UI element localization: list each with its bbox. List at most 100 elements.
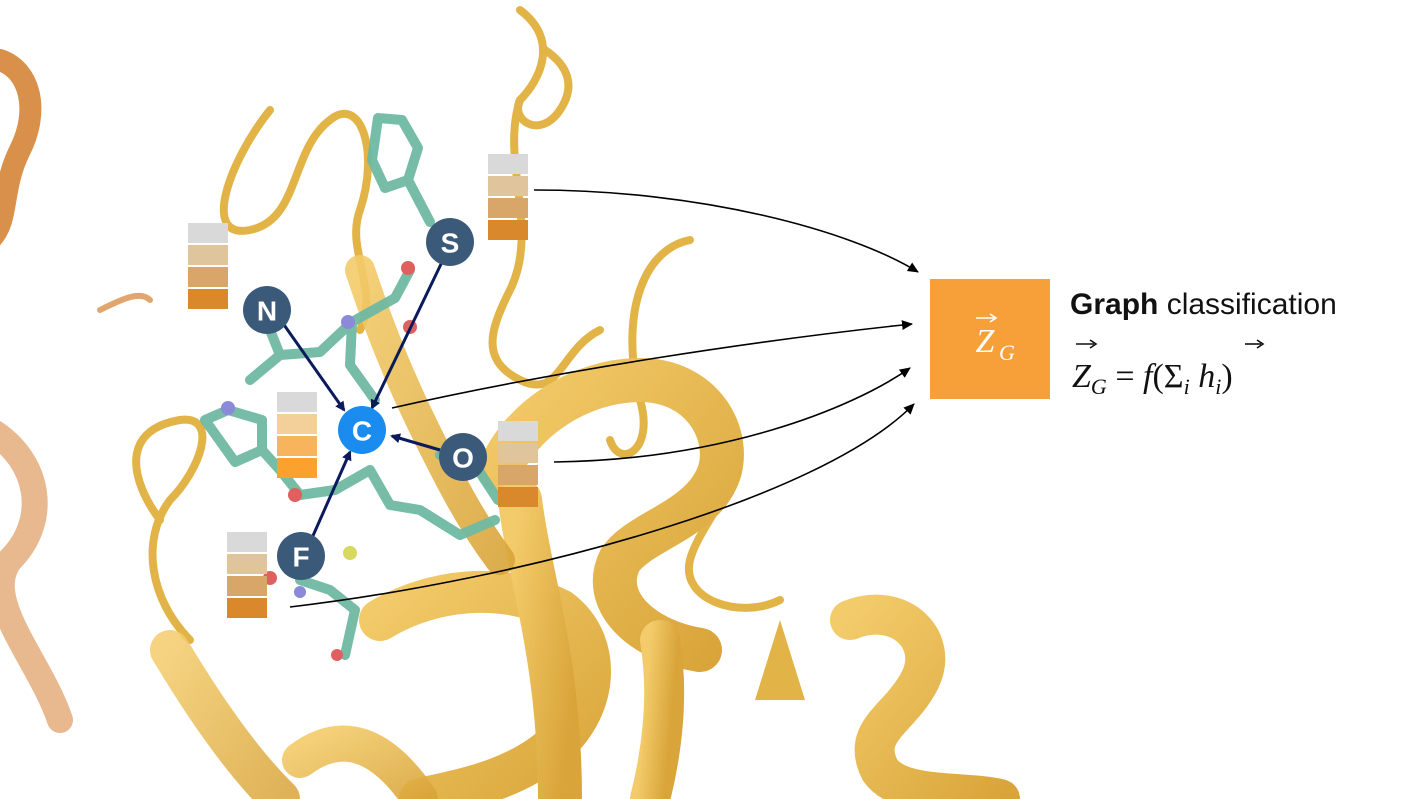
- sulfur-atom: [343, 546, 357, 560]
- feature-cell: [277, 436, 317, 456]
- nitrogen-atom: [341, 315, 355, 329]
- bond-chain-4: [257, 445, 500, 540]
- formula-lhs: Z: [1072, 358, 1092, 395]
- feature-cell: [227, 576, 267, 596]
- feature-cell: [498, 465, 538, 485]
- title-rest: classification: [1158, 288, 1336, 321]
- nitrogen-atom: [221, 401, 235, 415]
- readout-from-C: [391, 320, 913, 409]
- formula-h: h: [1190, 358, 1216, 395]
- formula-close: ): [1221, 358, 1232, 395]
- bond-chain-1: [245, 265, 415, 385]
- ribbon-arrowhead: [755, 620, 805, 700]
- vector-arrowhead-icon: [1089, 339, 1098, 349]
- protein-structure-background: [0, 6, 1020, 799]
- graph-embedding-box: Z G: [930, 279, 1050, 399]
- node-F: F: [277, 532, 325, 580]
- embedding-subscript: G: [999, 340, 1015, 365]
- feature-cell: [488, 220, 528, 240]
- gold-ribbon-strand-left: [345, 255, 515, 575]
- heteroatoms: [221, 261, 417, 661]
- node-circle: [243, 286, 291, 334]
- feature-cell: [498, 487, 538, 507]
- readout-arrows: [289, 189, 919, 608]
- node-N: N: [243, 286, 291, 334]
- node-label-S: S: [441, 228, 460, 259]
- formula-text: ZG = f(Σi hi): [1072, 358, 1233, 399]
- classification-title: Graph classification: [1070, 288, 1337, 321]
- bond-chain-6: [295, 575, 360, 660]
- node-label-F: F: [292, 542, 309, 573]
- gold-ribbon-main: [478, 358, 744, 672]
- orange-loop-left: [97, 292, 153, 313]
- edge-S-to-C: [370, 261, 444, 410]
- node-label-O: O: [452, 443, 474, 474]
- feature-cell: [188, 245, 228, 265]
- formula-h-sub: i: [1215, 374, 1221, 399]
- node-C: C: [338, 406, 386, 454]
- node-circle: [338, 406, 386, 454]
- feature-cell: [277, 392, 317, 412]
- node-label-N: N: [257, 296, 277, 327]
- edge-N-to-C: [280, 321, 346, 412]
- feature-cell: [227, 554, 267, 574]
- nitrogen-atom: [294, 586, 306, 598]
- feature-cell: [488, 176, 528, 196]
- bond-chain-2: [265, 325, 285, 360]
- readout-from-O-features: [553, 367, 911, 463]
- feature-cell: [498, 443, 538, 463]
- gold-ribbon-bottom-mid: [282, 725, 438, 799]
- orange-ribbon-left-bottom: [0, 421, 73, 733]
- message-arrows: [280, 261, 444, 539]
- title-bold-word: Graph: [1070, 288, 1158, 321]
- oxygen-atom: [401, 261, 415, 275]
- node-label-C: C: [352, 416, 372, 447]
- embedding-symbol: Z: [976, 323, 996, 360]
- node-O: O: [439, 433, 487, 481]
- feature-vector-C: [277, 392, 317, 478]
- formula-sum-sub: i: [1184, 374, 1190, 399]
- orange-ribbon-left-top: [0, 49, 42, 246]
- gold-loop-5: [606, 236, 694, 459]
- bond-chain-3: [345, 317, 380, 405]
- edge-F-to-C: [310, 450, 352, 539]
- formula-lhs-sub: G: [1091, 374, 1107, 399]
- gold-ribbon-lower: [359, 570, 611, 799]
- feature-cell: [188, 289, 228, 309]
- pyrrolidine-ring: [200, 405, 267, 467]
- formula-open: (Σ: [1152, 358, 1183, 395]
- edge-O-to-C: [390, 433, 441, 452]
- oxygen-atom: [331, 649, 343, 661]
- feature-vector-O: [498, 421, 538, 507]
- oxygen-atom: [288, 488, 302, 502]
- feature-cell: [488, 198, 528, 218]
- node-circle: [439, 433, 487, 481]
- formula-eq: =: [1107, 358, 1143, 395]
- gold-loop-1: [219, 106, 372, 334]
- feature-vector-S: [488, 154, 528, 240]
- feature-vector-F: [227, 532, 267, 618]
- feature-cell: [227, 532, 267, 552]
- gold-ribbon-strand-2: [630, 620, 685, 799]
- readout-formula: ZG = f(Σi hi): [1072, 339, 1265, 399]
- gold-ribbon-right: [830, 594, 1020, 799]
- node-circle: [426, 218, 474, 266]
- feature-vector-N: [188, 223, 228, 309]
- feature-cell: [488, 154, 528, 174]
- feature-cell: [188, 223, 228, 243]
- feature-cell: [188, 267, 228, 287]
- readout-from-F-features: [289, 403, 915, 608]
- node-circle: [277, 532, 325, 580]
- node-S: S: [426, 218, 474, 266]
- gold-loop-3: [488, 96, 604, 389]
- ligand-molecule: [200, 113, 503, 660]
- embedding-box-rect: [930, 279, 1050, 399]
- gold-ribbon-strand-1: [498, 478, 582, 799]
- feature-cell: [277, 414, 317, 434]
- vector-arrowhead-icon: [989, 313, 998, 323]
- bond-chain-top: [403, 175, 435, 227]
- readout-from-S-features: [533, 189, 919, 273]
- feature-cell: [277, 458, 317, 478]
- feature-cell: [227, 598, 267, 618]
